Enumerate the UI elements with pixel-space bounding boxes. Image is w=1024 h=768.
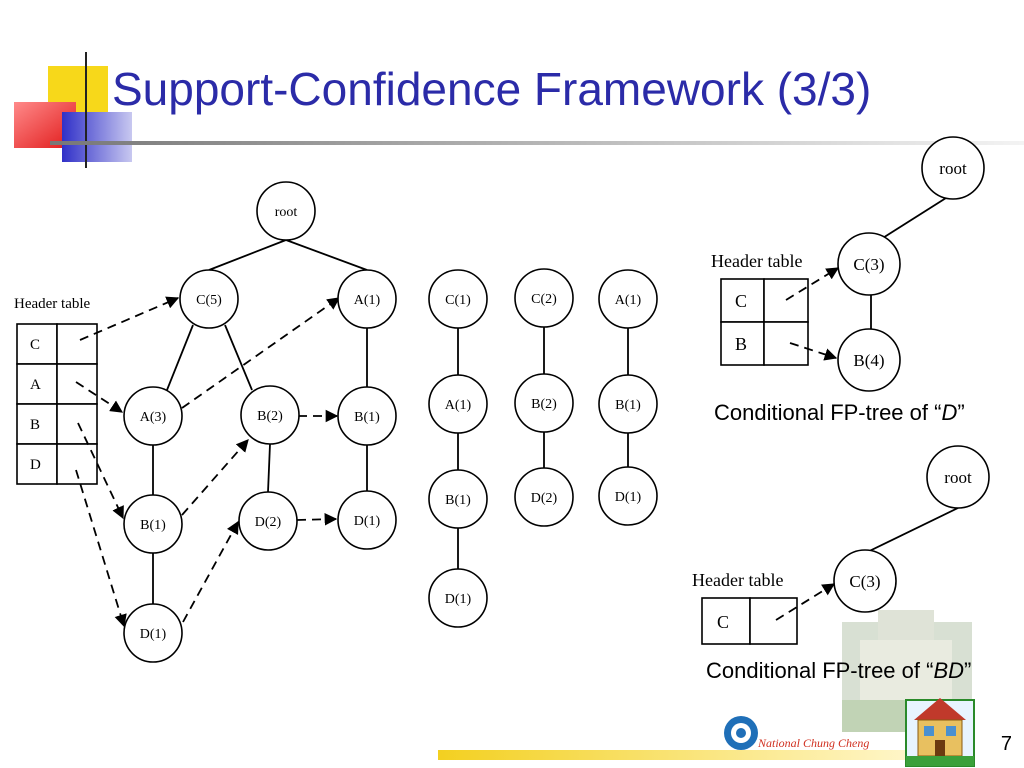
- path3-node-b1: B(1): [598, 374, 658, 434]
- node-c5-label: C(5): [196, 293, 222, 308]
- node-d2-label: D(2): [255, 515, 282, 530]
- cond-d-header-table-label: Header table: [711, 251, 802, 271]
- path3-node-a1-label: A(1): [615, 293, 642, 308]
- path-3: A(1) B(1) D(1): [598, 269, 658, 526]
- node-root-label: root: [275, 205, 298, 220]
- path1-node-d1: D(1): [428, 568, 488, 628]
- home-icon[interactable]: [905, 698, 975, 767]
- path2-node-d2-label: D(2): [531, 491, 558, 506]
- path3-node-d1: D(1): [598, 466, 658, 526]
- node-d1-left: D(1): [123, 603, 183, 663]
- path1-node-d1-label: D(1): [445, 592, 472, 607]
- cond-bd-caption: Conditional FP-tree of “BD”: [706, 658, 971, 684]
- cond-d-node-b4: B(4): [837, 328, 901, 392]
- title-decoration: [14, 52, 1024, 168]
- cond-d-node-b4-label: B(4): [853, 351, 884, 370]
- node-b1-left-label: B(1): [140, 518, 166, 533]
- node-d1-left-label: D(1): [140, 627, 167, 642]
- cond-bd-caption-item: BD: [933, 658, 964, 683]
- path1-node-c1: C(1): [428, 269, 488, 329]
- path3-node-d1-label: D(1): [615, 490, 642, 505]
- main-tree-edges: [152, 239, 368, 605]
- cond-tree-d: root C(3) B(4) Header table C B: [711, 136, 985, 392]
- node-b1-right-label: B(1): [354, 410, 380, 425]
- header-item-c: C: [30, 337, 40, 353]
- cond-d-caption-prefix: Conditional FP-tree of “: [714, 400, 942, 425]
- cond-bd-node-c3-label: C(3): [849, 572, 880, 591]
- university-seal-icon: [724, 716, 758, 750]
- path3-node-a1: A(1): [598, 269, 658, 329]
- cond-bd-node-c3: C(3): [833, 549, 897, 613]
- cond-tree-bd: root C(3) Header table C: [692, 445, 990, 732]
- footer: National Chung Cheng: [438, 698, 975, 767]
- main-fp-tree: Header table C A B D: [14, 181, 397, 663]
- path2-node-b2: B(2): [514, 373, 574, 433]
- prefix-paths: C(1) A(1) B(1) D(1) C(2) B(2) D(2) A(1) …: [428, 268, 658, 628]
- node-d1-right: D(1): [337, 490, 397, 550]
- node-a3-label: A(3): [140, 410, 167, 425]
- path-1: C(1) A(1) B(1) D(1): [428, 269, 488, 628]
- cond-bd-caption-prefix: Conditional FP-tree of “: [706, 658, 934, 683]
- node-b2-label: B(2): [257, 409, 283, 424]
- node-b1-left: B(1): [123, 494, 183, 554]
- path1-node-b1-label: B(1): [445, 493, 471, 508]
- cond-d-caption-item: D: [941, 400, 958, 425]
- cond-d-caption: Conditional FP-tree of “D”: [714, 400, 965, 426]
- path2-node-d2: D(2): [514, 467, 574, 527]
- node-a1-top: A(1): [337, 269, 397, 329]
- path1-node-c1-label: C(1): [445, 293, 471, 308]
- node-a3: A(3): [123, 386, 183, 446]
- cond-d-node-root: root: [921, 136, 985, 200]
- node-root: root: [256, 181, 316, 241]
- path3-node-b1-label: B(1): [615, 398, 641, 413]
- path-2: C(2) B(2) D(2): [514, 268, 574, 527]
- cond-d-header-table: C B: [720, 278, 809, 366]
- cond-bd-caption-suffix: ”: [964, 658, 972, 683]
- main-header-table: C A B D: [16, 323, 98, 485]
- header-item-d: D: [30, 457, 41, 473]
- node-b2: B(2): [240, 385, 300, 445]
- node-d2: D(2): [238, 491, 298, 551]
- cond-bd-node-root-label: root: [944, 468, 972, 487]
- node-a1-top-label: A(1): [354, 293, 381, 308]
- header-item-b: B: [30, 417, 40, 433]
- cond-bd-header-table-label: Header table: [692, 570, 783, 590]
- page-number: 7: [1000, 733, 1012, 755]
- path1-node-a1-label: A(1): [445, 398, 472, 413]
- cond-d-node-root-label: root: [939, 159, 967, 178]
- cond-d-header-item-c: C: [735, 291, 747, 311]
- footer-logo-text: National Chung Cheng: [757, 736, 869, 750]
- main-node-links: [75, 296, 341, 628]
- cond-d-header-item-b: B: [735, 334, 747, 354]
- node-c5: C(5): [179, 269, 239, 329]
- cond-d-node-c3: C(3): [837, 232, 901, 296]
- node-b1-right: B(1): [337, 386, 397, 446]
- header-item-a: A: [30, 377, 41, 393]
- main-header-table-label: Header table: [14, 296, 91, 312]
- path1-node-a1: A(1): [428, 374, 488, 434]
- cond-bd-header-table: C: [701, 597, 798, 645]
- cond-d-node-c3-label: C(3): [853, 255, 884, 274]
- path2-node-c2: C(2): [514, 268, 574, 328]
- path1-node-b1: B(1): [428, 469, 488, 529]
- path2-node-b2-label: B(2): [531, 397, 557, 412]
- slide-title: Support-Confidence Framework (3/3): [112, 63, 872, 115]
- node-d1-right-label: D(1): [354, 514, 381, 529]
- path2-node-c2-label: C(2): [531, 292, 557, 307]
- cond-d-caption-suffix: ”: [957, 400, 965, 425]
- cond-bd-header-item-c: C: [717, 612, 729, 632]
- cond-bd-node-root: root: [926, 445, 990, 509]
